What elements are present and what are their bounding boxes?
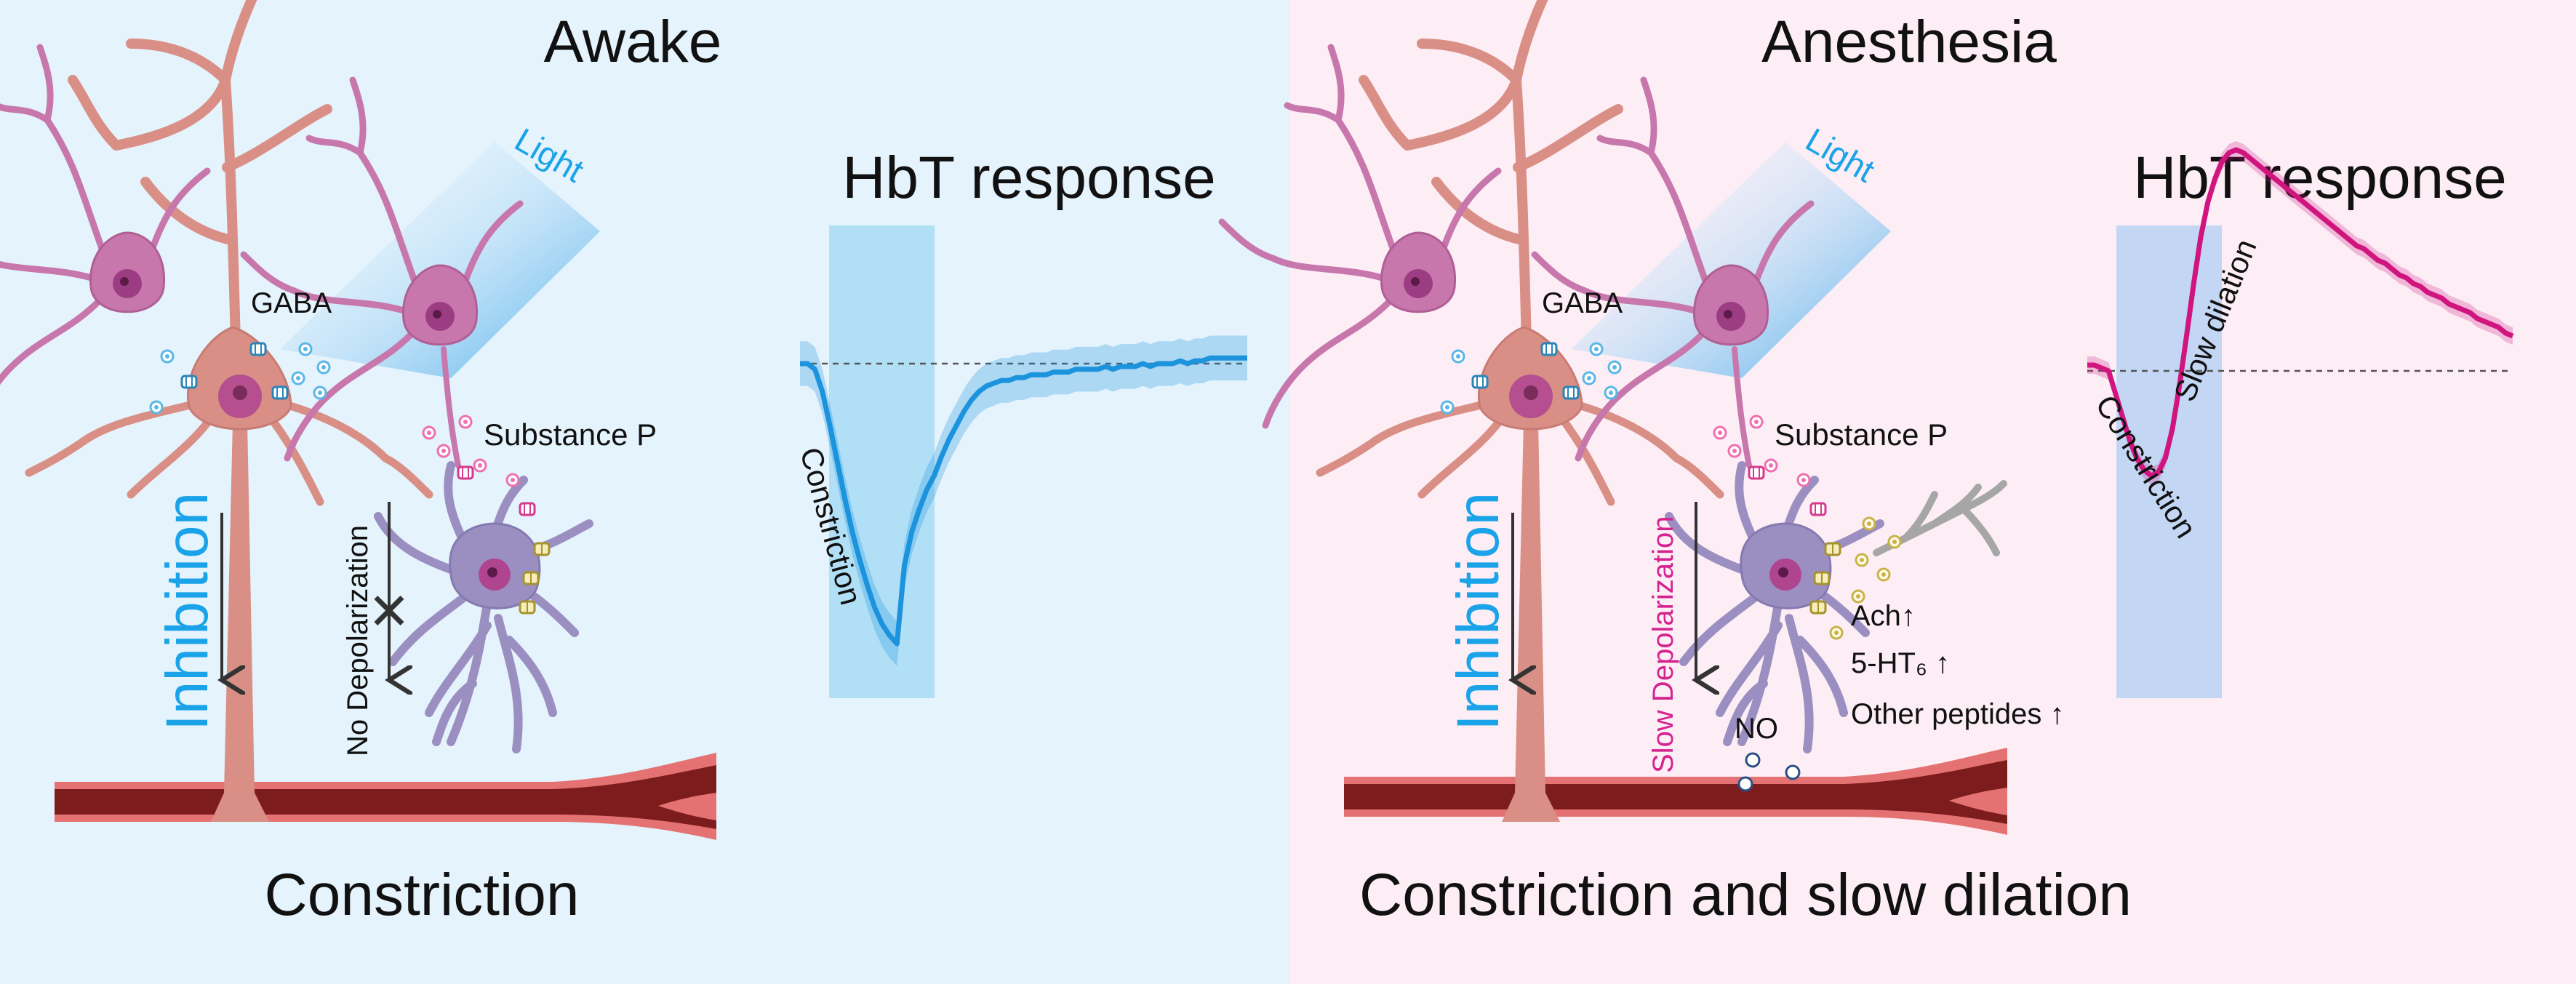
ach-vesicle — [1829, 625, 1844, 640]
ach-receptor — [1813, 571, 1831, 585]
gaba-receptor — [1471, 375, 1489, 389]
anesthesia-hbt-title: HbT response — [2133, 145, 2507, 211]
ach-vesicle — [1887, 535, 1902, 549]
awake-hbt-title: HbT response — [842, 145, 1216, 211]
gaba-vesicle — [1440, 400, 1455, 415]
substance-p-vesicle — [473, 458, 487, 473]
no-molecules — [1737, 752, 1801, 792]
awake-panel: Awake Light GABA — [0, 0, 1247, 928]
awake-title: Awake — [544, 9, 722, 75]
gaba-vesicle — [291, 371, 305, 385]
gaba-vesicle — [316, 360, 331, 375]
anesthesia-panel: Anesthesia Light — [1222, 0, 2514, 928]
substance-p-vesicle — [1796, 473, 1811, 487]
ach-receptor — [522, 571, 540, 585]
anesthesia-title: Anesthesia — [1761, 9, 2057, 75]
gaba-vesicle — [298, 342, 313, 356]
anesthesia-hbt-chart: HbT response Constriction Slow dilation — [2087, 141, 2514, 698]
x-mark: ✕ — [368, 583, 411, 640]
ach-receptor — [1824, 542, 1841, 556]
awake-error-band — [800, 335, 1247, 666]
anesthesia-stimulus-bar — [2116, 225, 2222, 698]
substance-p-receptor — [519, 502, 536, 516]
gaba-receptor — [271, 385, 289, 400]
gaba-label: GABA — [251, 287, 332, 319]
slow-depolarization-label: Slow Depolarization — [1647, 516, 1679, 773]
substance-p-vesicle — [436, 444, 451, 458]
ach-receptor — [519, 600, 536, 615]
awake-trace — [800, 355, 1247, 647]
substance-p-vesicle — [505, 473, 520, 487]
gaba-vesicle — [149, 400, 164, 415]
gaba-receptor — [249, 342, 267, 356]
ach-vesicle — [1855, 553, 1869, 567]
other-peptides-label: Other peptides ↑ — [1851, 698, 2065, 730]
gaba-vesicle — [1582, 371, 1596, 385]
no-label: NO — [1735, 713, 1778, 745]
substance-p-vesicle — [422, 425, 436, 440]
gaba-receptor — [1540, 342, 1558, 356]
substance-p-label: Substance P — [484, 417, 657, 452]
gaba-vesicle — [160, 349, 175, 364]
substance-p-receptor — [1748, 465, 1765, 480]
substance-p-vesicle — [1727, 444, 1742, 458]
substance-p-vesicle — [458, 415, 473, 429]
ach-receptor — [1809, 600, 1827, 615]
gaba-label: GABA — [1542, 287, 1623, 319]
gaba-vesicle — [1589, 342, 1604, 356]
awake-outcome: Constriction — [265, 862, 580, 928]
5ht6-label: 5-HT₆ ↑ — [1851, 647, 1950, 679]
anesthesia-trace — [2087, 147, 2514, 479]
inhibition-label: Inhibition — [1445, 492, 1511, 731]
ach-receptor — [533, 542, 551, 556]
substance-p-vesicle — [1764, 458, 1778, 473]
no-depolarization-label: No Depolarization — [342, 525, 374, 756]
anesthesia-outcome: Constriction and slow dilation — [1359, 862, 2132, 928]
neuromodulatory-fiber — [1873, 480, 2007, 556]
substance-p-receptor — [1809, 502, 1827, 516]
gaba-vesicle — [1607, 360, 1622, 375]
gaba-vesicle — [313, 385, 327, 400]
substance-p-label: Substance P — [1775, 417, 1948, 452]
inhibition-label: Inhibition — [154, 492, 220, 731]
substance-p-vesicle — [1713, 425, 1727, 440]
gaba-receptor — [180, 375, 198, 389]
substance-p-vesicle — [1749, 415, 1764, 429]
ach-vesicle — [1862, 516, 1876, 531]
gaba-vesicle — [1604, 385, 1618, 400]
gaba-receptor — [1562, 385, 1580, 400]
ach-vesicle — [1876, 567, 1891, 582]
substance-p-receptor — [457, 465, 474, 480]
gaba-vesicle — [1451, 349, 1465, 364]
ach-label: Ach↑ — [1851, 600, 1916, 632]
